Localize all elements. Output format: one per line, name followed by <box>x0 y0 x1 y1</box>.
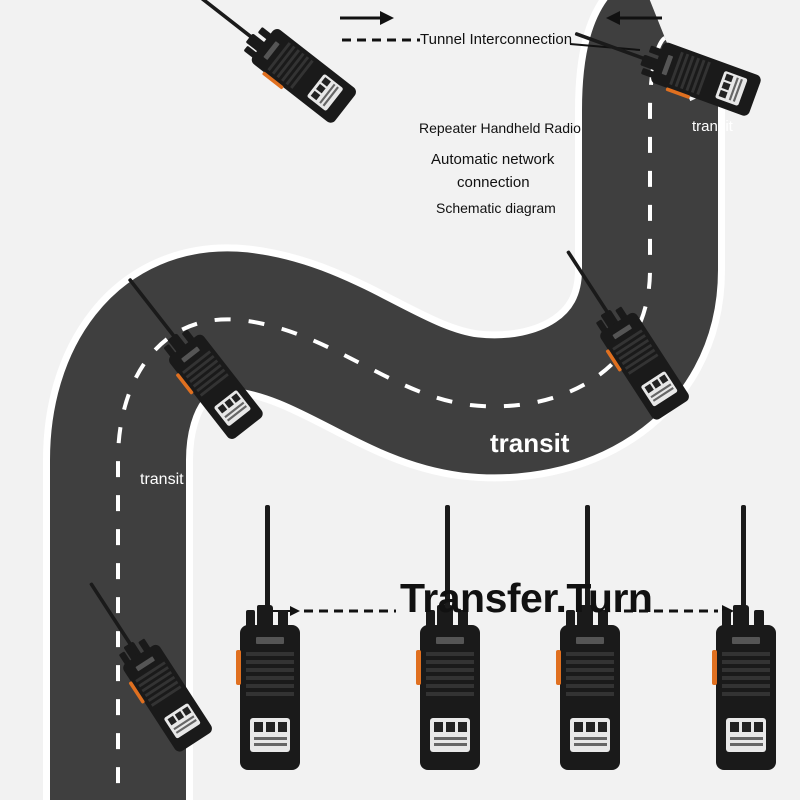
tunnel-dashed-line-right <box>569 43 641 51</box>
handheld-radio-icon <box>180 0 359 127</box>
diagram-caption-line-1: Repeater Handheld Radio <box>419 120 581 136</box>
road <box>43 0 730 800</box>
diagram-caption-line-3: connection <box>457 174 530 191</box>
tunnel-connector <box>340 11 662 51</box>
handheld-radio-icon <box>236 505 300 770</box>
transit-label-top: transit <box>692 118 733 135</box>
handheld-radio-icon <box>712 505 776 770</box>
road-center-line <box>116 36 667 800</box>
arrow-right-icon <box>290 606 300 616</box>
radio-standing-2 <box>416 505 480 770</box>
radio-standing-3 <box>556 505 620 770</box>
diagram-caption-line-2: Automatic network <box>431 151 555 168</box>
diagram-caption-line-4: Schematic diagram <box>436 200 556 216</box>
radio-standing-1 <box>236 505 300 770</box>
transfer-turn-label: Transfer.Turn <box>400 575 653 621</box>
radio-top-left <box>180 0 359 127</box>
tunnel-interconnection-label: Tunnel Interconnection <box>420 31 573 48</box>
handheld-radio-icon <box>556 505 620 770</box>
handheld-radio-icon <box>416 505 480 770</box>
radio-standing-4 <box>712 505 776 770</box>
transit-label-left: transit <box>140 471 184 488</box>
transit-label-middle: transit <box>490 428 570 458</box>
